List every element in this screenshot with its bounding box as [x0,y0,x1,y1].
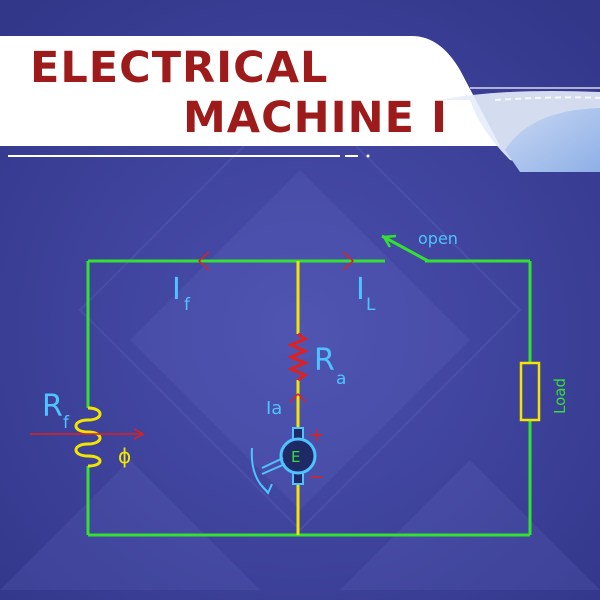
banner-swoosh-front [505,108,600,172]
plus-sign: + [309,425,324,446]
field-coil [74,406,102,468]
generator-circle [279,437,317,475]
emf-label: E [291,448,300,466]
armature-current-arrow-icon [289,392,307,403]
switch-open-label: open [418,229,458,248]
open-switch [381,234,429,263]
armature-resistor [287,332,309,382]
minus-sign: − [309,467,324,488]
load-box [519,361,541,422]
field-resistance-label: R [42,389,63,424]
load-current-arrow-icon [342,251,355,271]
armature-resistance-subscript: a [336,369,346,389]
load-current-subscript: L [366,295,376,315]
title-line-2: MACHINE I [183,93,448,143]
flux-label: ϕ [118,444,131,468]
field-resistance-subscript: f [63,413,70,433]
armature-resistance-label: R [314,343,335,378]
switch-arrow-icon [381,234,397,248]
flux-arrow-head-icon [133,428,145,440]
field-current-subscript: f [184,295,191,315]
circuit-wires [86,259,532,537]
load-label: Load [551,378,569,414]
field-current-arrow-icon [197,251,210,271]
field-current-label: I [172,272,181,307]
title-line-1: ELECTRICAL [30,43,328,93]
generator [250,427,317,495]
load-current-label: I [356,272,365,307]
title-banner [0,36,600,172]
armature-current-label: Ia [266,398,282,419]
